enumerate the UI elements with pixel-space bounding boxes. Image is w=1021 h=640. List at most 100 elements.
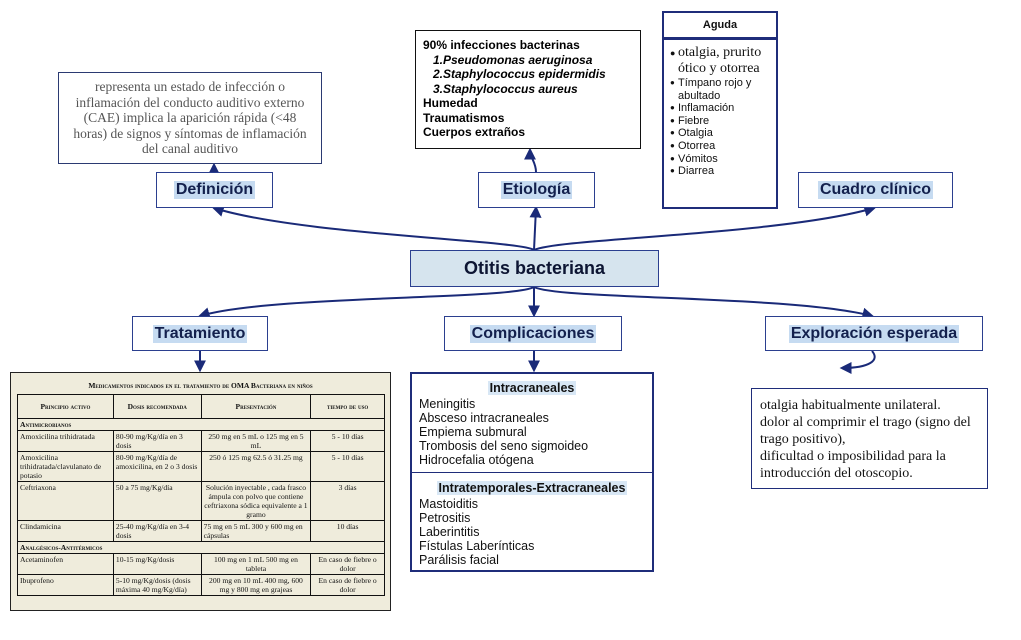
header-cuadro-label: Cuadro clínico: [817, 181, 934, 199]
complicacion-item: Hidrocefalia otógena: [419, 453, 534, 467]
header-etiologia: Etiología: [478, 172, 595, 208]
cuadro-main: ●otalgia, prurito ótico y otorrea: [670, 45, 762, 76]
table-row: Ibuprofeno 5-10 mg/Kg/dosis (dosis máxim…: [17, 574, 385, 596]
bacteria-item: 1.Pseudomonas aeruginosa: [433, 52, 593, 67]
bullet-icon: ●: [670, 140, 675, 150]
table-cell: 200 mg en 10 mL 400 mg, 600 mg y 800 mg …: [200, 574, 312, 596]
table-cell: Clindamicina: [17, 520, 114, 542]
table-cell: 50 a 75 mg/Kg/día: [112, 481, 202, 521]
bullet-icon: ●: [670, 166, 675, 176]
cuadro-item: ●Fiebre: [670, 114, 710, 127]
header-tratamiento: Tratamiento: [132, 316, 268, 351]
bullet-icon: ●: [670, 128, 675, 138]
table-cell: 75 mg en 5 mL 300 y 600 mg en cápsulas: [200, 520, 312, 542]
medication-table: Principio activo Dosis recomendada Prese…: [17, 394, 385, 596]
table-cell: Acetaminofen: [17, 553, 114, 575]
table-cell: Amoxicilina trihidratada/clavulanato de …: [17, 451, 114, 482]
cuadro-title: Aguda: [702, 19, 738, 31]
bullet-icon: ●: [670, 78, 675, 87]
header-etiologia-label: Etiología: [500, 181, 573, 199]
definicion-text: representa un estado de infección o infl…: [73, 79, 307, 156]
table-cell: 5-10 mg/Kg/dosis (dosis máxima 40 mg/Kg/…: [112, 574, 202, 596]
table-cell: 10-15 mg/Kg/dosis: [112, 553, 202, 575]
column-header: Dosis recomendada: [112, 394, 202, 419]
table-cell: 80-90 mg/Kg/día en 3 dosis: [112, 430, 202, 452]
table-row: Ceftriaxona 50 a 75 mg/Kg/día Solución i…: [17, 481, 385, 521]
table-row: Amoxicilina trihidratada 80-90 mg/Kg/día…: [17, 430, 385, 452]
table-cell: 100 mg en 1 mL 500 mg en tableta: [200, 553, 312, 575]
central-title: Otitis bacteriana: [463, 258, 606, 278]
bacteria-item: 3.Staphylococcus aureus: [433, 81, 578, 96]
cuadro-item: ●Otorrea: [670, 139, 716, 152]
column-header: Principio activo: [17, 394, 114, 419]
complicacion-item: Laberintitis: [419, 525, 480, 539]
table-cell: 5 - 10 días: [310, 451, 385, 482]
header-cuadro-clinico: Cuadro clínico: [798, 172, 953, 208]
tratamiento-table-image: Medicamentos indicados en el tratamiento…: [10, 372, 391, 611]
table-cell: Ceftriaxona: [17, 481, 114, 521]
etiologia-box: 90% infecciones bacterinas 1.Pseudomonas…: [415, 30, 641, 149]
table-cell: 10 días: [310, 520, 385, 542]
cuadro-item: ●Tímpano rojo y abultado: [670, 77, 752, 102]
table-title: Medicamentos indicados en el tratamiento…: [88, 381, 313, 390]
complicacion-item: Empiema submural: [419, 425, 527, 439]
table-cell: 25-40 mg/Kg/día en 3-4 dosis: [112, 520, 202, 542]
complicacion-item: Trombosis del seno sigmoideo: [419, 439, 589, 453]
table-cell: Ibuprofeno: [17, 574, 114, 596]
header-complicaciones-label: Complicaciones: [469, 324, 597, 343]
definicion-box: representa un estado de infección o infl…: [58, 72, 322, 164]
complicacion-item: Meningitis: [419, 397, 476, 411]
connector-exploracion: [533, 286, 875, 320]
category-row: Analgésicos-Antitérmicos: [17, 541, 385, 554]
etiologia-other: Traumatismos: [423, 110, 505, 125]
table-row: Amoxicilina trihidratada/clavulanato de …: [17, 451, 385, 482]
exploracion-line: dolor al comprimir el trago (signo del t…: [760, 415, 971, 447]
table-cell: 5 - 10 días: [310, 430, 385, 452]
etiologia-other: Humedad: [423, 96, 478, 110]
complicacion-item: Petrositis: [419, 511, 471, 525]
table-cell: 80-90 mg/Kg/día de amoxicilina, en 2 o 3…: [112, 451, 202, 482]
central-node: Otitis bacteriana: [410, 250, 659, 287]
connector-explo-text: [839, 350, 876, 374]
connector-cuadro: [533, 204, 877, 251]
column-header: Presentación: [200, 394, 312, 419]
extracraneales-section: Intratemporales-Extracraneales Mastoidit…: [412, 474, 652, 567]
cuadro-item: ●Inflamación: [670, 102, 735, 115]
category-row: Antimicrobianos: [17, 418, 385, 431]
table-cell: 250 mg en 5 mL o 125 mg en 5 mL: [200, 430, 312, 452]
category-label: Antimicrobianos: [17, 418, 385, 431]
cuadro-body: ●otalgia, prurito ótico y otorrea ●Tímpa…: [662, 39, 778, 209]
category-label: Analgésicos-Antitérmicos: [17, 541, 385, 554]
cuadro-item: ●Vómitos: [670, 152, 718, 165]
connector-etio-text: [524, 147, 537, 173]
cuadro-title-box: Aguda: [662, 11, 778, 39]
cuadro-item: ●Otalgia: [670, 127, 713, 140]
extracraneales-heading: Intratemporales-Extracraneales: [436, 481, 628, 495]
bullet-icon: ●: [670, 48, 676, 58]
intracraneales-heading: Intracraneales: [487, 381, 577, 395]
header-exploracion: Exploración esperada: [765, 316, 983, 351]
bullet-icon: ●: [670, 153, 675, 163]
connector-definicion: [211, 205, 535, 251]
complicacion-item: Mastoiditis: [419, 497, 479, 511]
table-cell: En caso de fiebre o dolor: [310, 574, 385, 596]
column-header: tiempo de uso: [310, 394, 385, 419]
table-cell: Amoxicilina trihidratada: [17, 430, 114, 452]
exploracion-line: dificultad o imposibilidad para la intro…: [760, 449, 946, 481]
divider: [412, 472, 652, 473]
table-cell: 3 días: [310, 481, 385, 521]
etiologia-intro: 90% infecciones bacterinas: [423, 38, 580, 52]
table-cell: 250 ó 125 mg 62.5 ó 31.25 mg: [200, 451, 312, 482]
header-tratamiento-label: Tratamiento: [152, 324, 248, 343]
bacteria-item: 2.Staphylococcus epidermidis: [433, 67, 606, 81]
table-row: Acetaminofen 10-15 mg/Kg/dosis 100 mg en…: [17, 553, 385, 575]
table-row: Clindamicina 25-40 mg/Kg/día en 3-4 dosi…: [17, 520, 385, 542]
complicaciones-box: Intracraneales Meningitis Absceso intrac…: [410, 372, 654, 572]
header-exploracion-label: Exploración esperada: [788, 324, 960, 343]
connector-etiologia: [529, 205, 542, 251]
table-header-row: Principio activo Dosis recomendada Prese…: [17, 394, 385, 419]
connector-tratamiento: [197, 286, 535, 319]
complicacion-item: Fístulas Laberínticas: [419, 539, 535, 553]
bullet-icon: ●: [670, 103, 675, 113]
